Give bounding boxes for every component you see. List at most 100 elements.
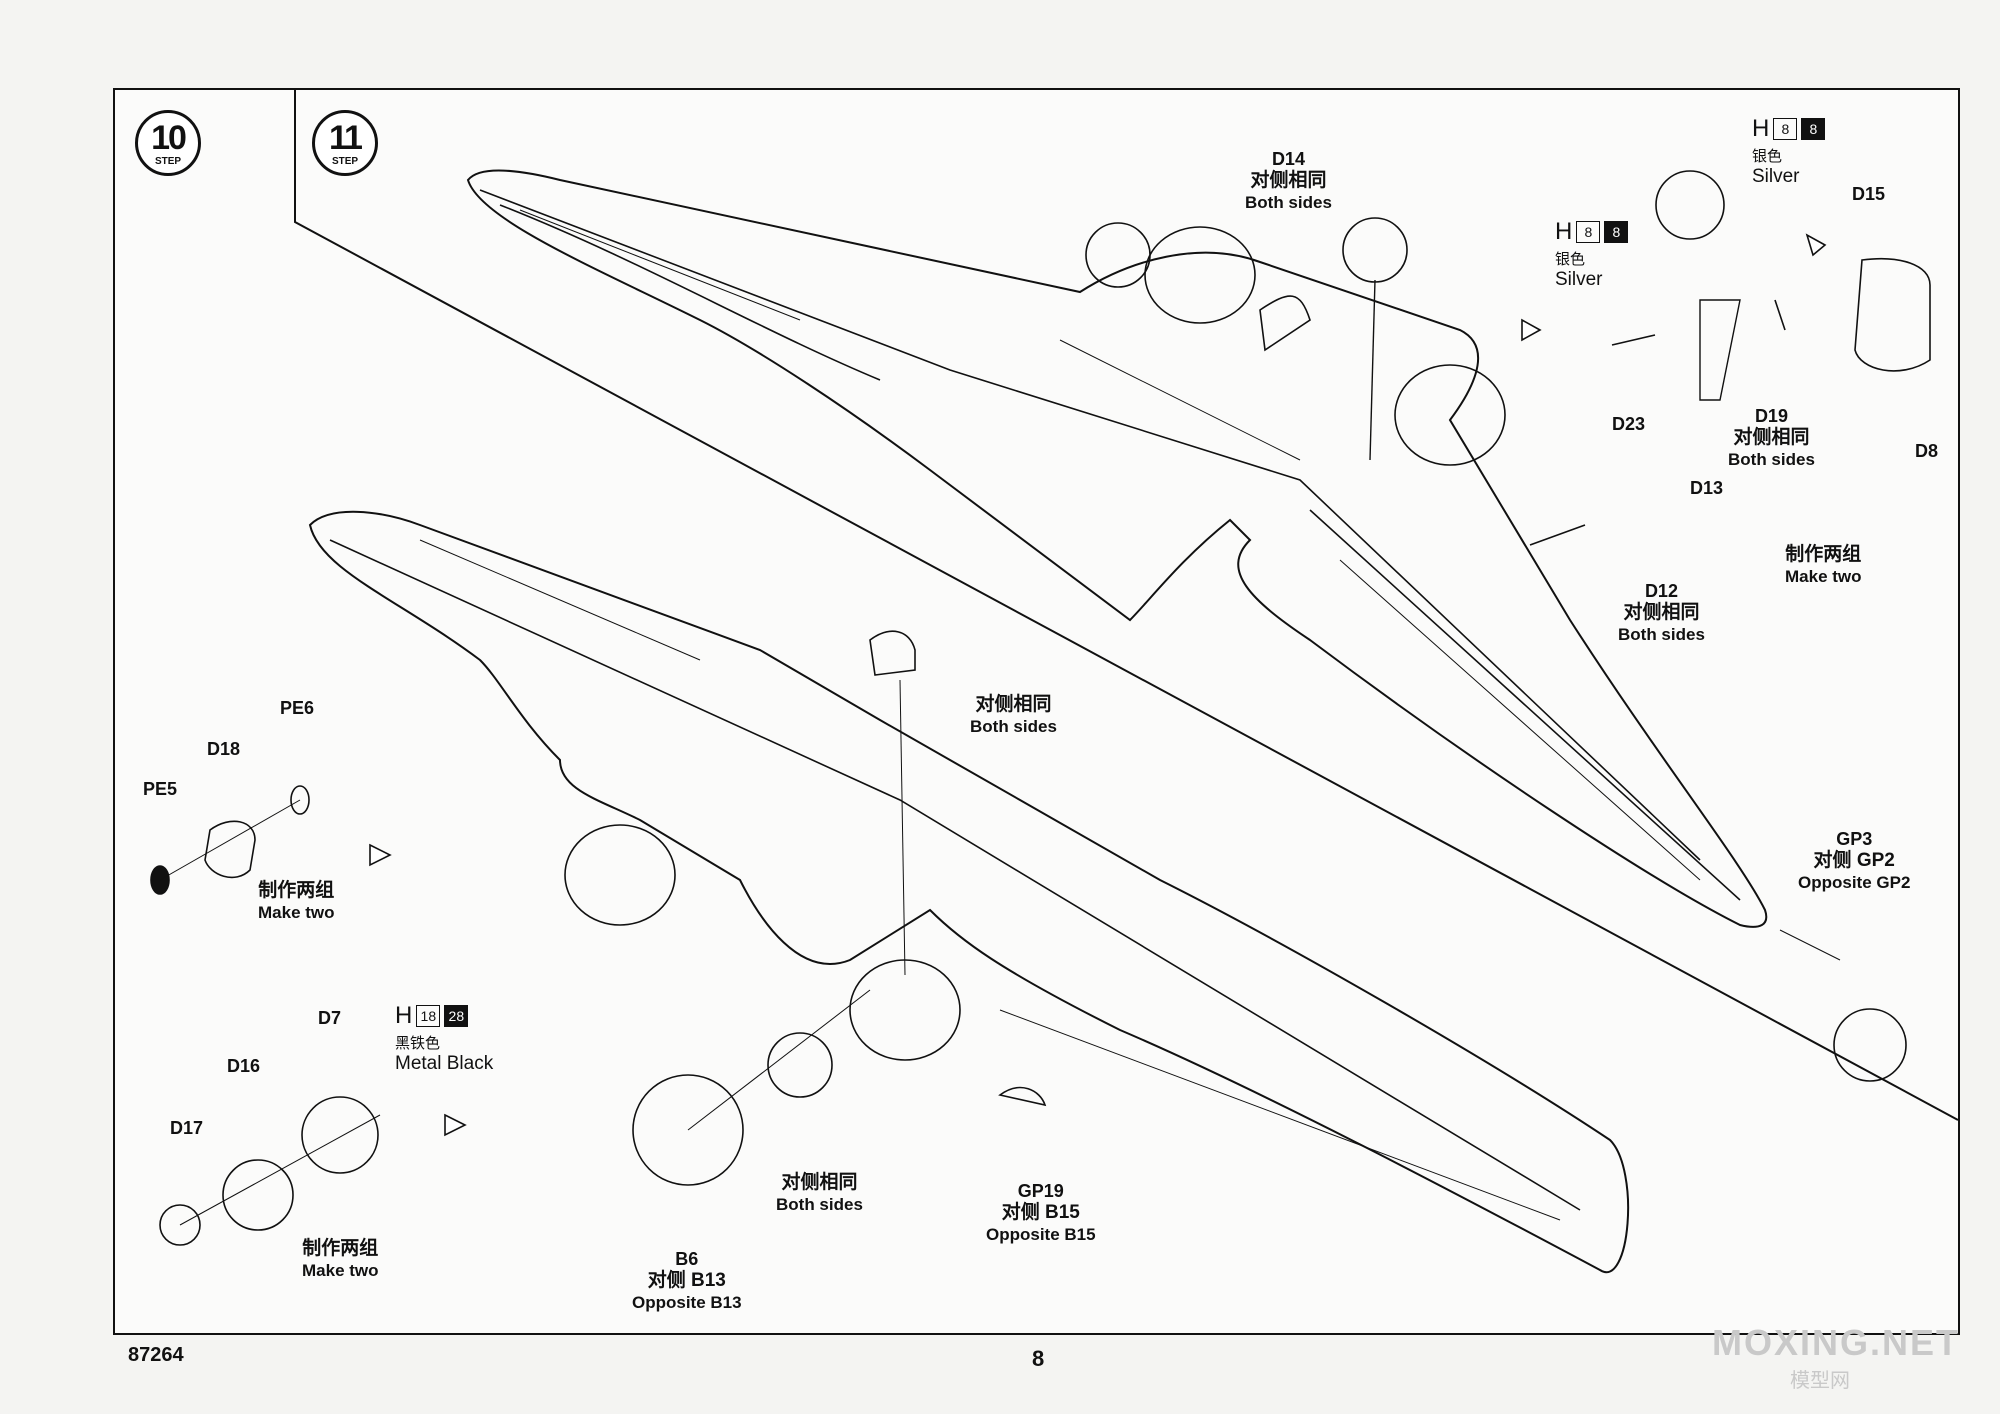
step-10-badge: 10 STEP — [135, 110, 201, 176]
note-en: Opposite GP2 — [1798, 873, 1911, 892]
note-cn: 制作两组 — [258, 880, 335, 901]
step-11-badge: 11 STEP — [312, 110, 378, 176]
label-both-sides-mid: 对侧相同 Both sides — [970, 694, 1057, 738]
part-id: D12 — [1644, 581, 1678, 601]
note-en: Opposite B13 — [632, 1293, 742, 1312]
upper-wing-aileron — [499, 204, 881, 381]
label-gp3: GP3 对侧 GP2 Opposite GP2 — [1798, 828, 1910, 894]
note-cn: 对侧 B15 — [1001, 1202, 1080, 1223]
lower-wing-panel-line — [329, 539, 1581, 1211]
part-id: D14 — [1271, 149, 1305, 169]
part-d17 — [159, 1204, 201, 1246]
part-id: D18 — [207, 739, 241, 759]
note-cn: 对侧相同 — [1733, 427, 1810, 448]
part-id: D15 — [1852, 184, 1886, 204]
part-d15-d8 — [1854, 257, 1931, 372]
part-d16-radial — [222, 1159, 294, 1231]
note-cn: 对侧相同 — [975, 694, 1052, 715]
paint-code: 8 — [1576, 221, 1601, 243]
arrow-step-d8 — [1805, 233, 1827, 257]
part-id: GP19 — [1017, 1181, 1064, 1201]
label-b6: B6 对侧 B13 Opposite B13 — [632, 1248, 742, 1314]
part-id: PE6 — [280, 698, 315, 718]
label-d8: D8 — [1915, 440, 1938, 462]
part-id: D17 — [170, 1118, 204, 1138]
watermark-site: MOXING.NET — [1711, 1322, 1960, 1363]
label-pe6: PE6 — [280, 697, 314, 719]
label-d23: D23 — [1612, 413, 1645, 435]
lower-engine-left — [564, 824, 676, 926]
label-pe5: PE5 — [143, 778, 177, 800]
note-cn: 对侧相同 — [781, 1172, 858, 1193]
note-en: Make two — [258, 903, 335, 922]
paint-name-cn: 黑铁色 — [395, 1035, 441, 1052]
note-en: Make two — [1785, 567, 1862, 586]
part-id: D7 — [318, 1008, 342, 1028]
upper-wheel-right — [1342, 217, 1408, 283]
paint-name-cn: 银色 — [1555, 251, 1586, 268]
part-id: D23 — [1612, 414, 1646, 434]
label-both-sides-low: 对侧相同 Both sides — [776, 1172, 863, 1216]
note-en: Opposite B15 — [986, 1225, 1096, 1244]
paint-name-cn: 银色 — [1752, 148, 1783, 165]
label-make-two-right: 制作两组 Make two — [1785, 544, 1862, 588]
engine-left-leader — [179, 1114, 381, 1226]
pe-leader — [159, 799, 301, 881]
arrow-right-up — [1521, 318, 1542, 342]
paint-brand: H — [1555, 218, 1573, 245]
label-d12: D12 对侧相同 Both sides — [1618, 580, 1705, 646]
part-id: D13 — [1690, 478, 1724, 498]
note-cn: 对侧 B13 — [647, 1270, 726, 1291]
part-b6-cowling — [632, 1074, 744, 1186]
part-d7-radial — [301, 1096, 379, 1174]
note-en: Both sides — [1245, 193, 1332, 212]
paint-code-alt: 8 — [1801, 118, 1826, 140]
step-divider — [294, 90, 1959, 1121]
part-pe6 — [290, 785, 310, 815]
part-d23 — [1611, 334, 1656, 346]
note-cn: 制作两组 — [1785, 544, 1862, 565]
instruction-frame — [113, 88, 1960, 1335]
part-gp3-detail — [1833, 1008, 1907, 1082]
label-make-two-left-bottom: 制作两组 Make two — [302, 1238, 379, 1282]
label-make-two-left-top: 制作两组 Make two — [258, 880, 335, 924]
paint-code: 18 — [416, 1005, 441, 1027]
upper-wing-flap — [1309, 509, 1741, 901]
note-en: Both sides — [1618, 625, 1705, 644]
part-top-fairing — [869, 630, 916, 676]
note-cn: 对侧相同 — [1250, 170, 1327, 191]
label-d16: D16 — [227, 1055, 260, 1077]
step-number: 10 — [151, 119, 187, 157]
note-en: Both sides — [776, 1195, 863, 1214]
paint-name-en: Silver — [1752, 166, 1800, 187]
engine-axis-leader — [687, 989, 871, 1131]
note-cn: 对侧 GP2 — [1813, 850, 1895, 871]
paint-name-en: Silver — [1555, 269, 1603, 290]
note-en: Both sides — [1728, 450, 1815, 469]
arrow-left-top — [369, 843, 392, 867]
label-d17: D17 — [170, 1117, 203, 1139]
arrow-left-bottom — [444, 1113, 467, 1137]
label-d15: D15 — [1852, 183, 1885, 205]
upper-wing-panel-line — [479, 189, 1701, 861]
page-number: 8 — [1032, 1346, 1045, 1371]
paint-code-alt: 8 — [1604, 221, 1629, 243]
part-d12 — [1529, 524, 1586, 546]
upper-wing-vents — [519, 209, 1701, 881]
part-id: PE5 — [143, 779, 178, 799]
part-engine-radial-mid — [767, 1032, 833, 1098]
upper-engine-right — [1394, 364, 1506, 466]
upper-gear-fork — [1259, 295, 1311, 352]
part-id: GP3 — [1836, 829, 1873, 849]
upper-gear-strut — [1369, 279, 1376, 461]
part-d13-strut — [1699, 299, 1741, 401]
paint-code: 8 — [1773, 118, 1798, 140]
paint-code-alt: 28 — [444, 1005, 469, 1027]
note-en: Make two — [302, 1261, 379, 1280]
paint-brand: H — [395, 1002, 413, 1029]
lower-wing-outline — [308, 510, 1630, 1274]
label-d19: D19 对侧相同 Both sides — [1728, 405, 1815, 471]
